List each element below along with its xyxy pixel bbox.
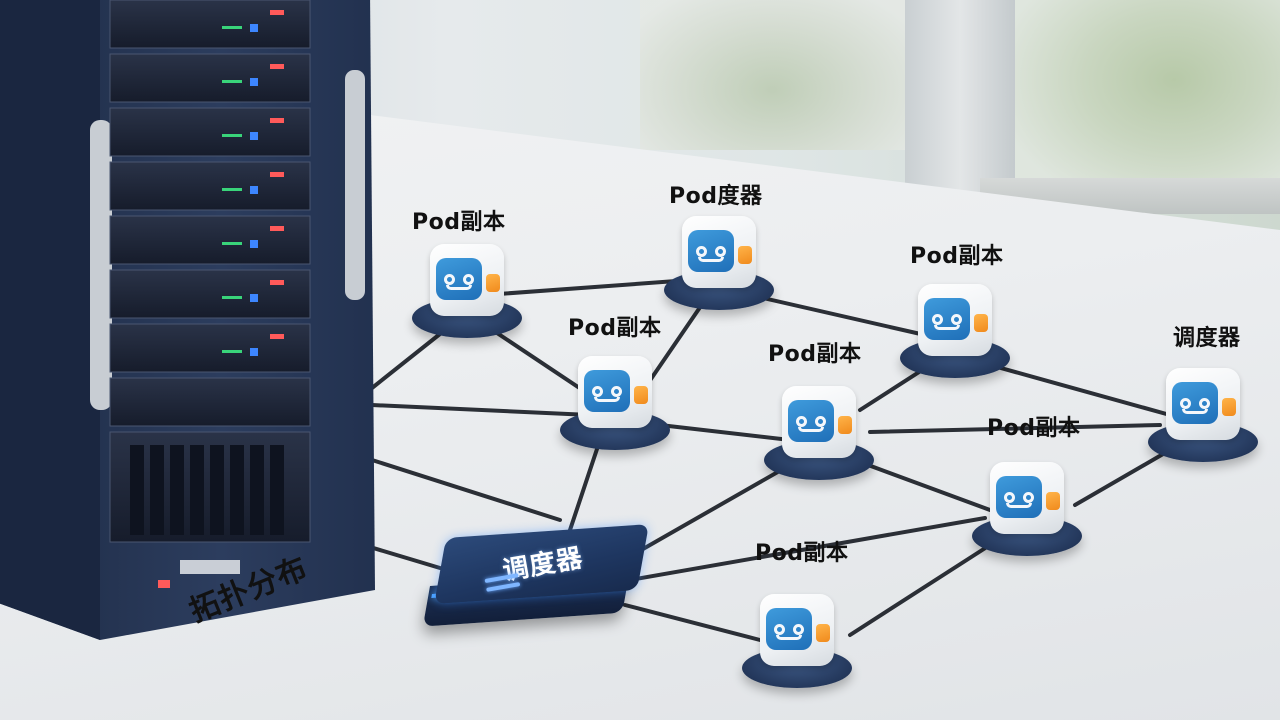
window-frame xyxy=(905,0,1015,200)
pod-icon xyxy=(436,258,482,300)
pod-icon xyxy=(924,298,970,340)
scheduler-hub: 调度器 xyxy=(422,524,649,642)
cable xyxy=(370,403,592,417)
pod-node-5 xyxy=(764,360,874,480)
cable xyxy=(370,328,447,390)
scheduler-label: 调度器 xyxy=(1173,326,1241,351)
pod-label-3: Pod副本 xyxy=(910,244,1004,269)
pod-node-8 xyxy=(742,568,852,688)
pod-label-8: Pod副本 xyxy=(755,541,849,566)
cable xyxy=(748,293,927,337)
pod-label-1: Pod副本 xyxy=(412,210,506,235)
cable xyxy=(483,323,592,397)
cable xyxy=(858,460,992,512)
pod-label-7: Pod副本 xyxy=(987,416,1081,441)
cable xyxy=(623,603,762,642)
pod-node-4 xyxy=(560,330,670,450)
cable xyxy=(848,543,992,637)
cable xyxy=(370,458,562,522)
pod-icon xyxy=(766,608,812,650)
cable xyxy=(568,438,602,532)
pod-label-5: Pod副本 xyxy=(768,342,862,367)
pod-icon xyxy=(996,476,1042,518)
cable xyxy=(658,423,792,442)
server-rack xyxy=(0,0,380,640)
window-right xyxy=(1015,0,1280,200)
window-left xyxy=(640,0,905,150)
cable xyxy=(628,516,987,582)
cable xyxy=(1073,448,1172,507)
pod-node-2 xyxy=(664,190,774,310)
pod-icon xyxy=(788,400,834,442)
pod-icon xyxy=(584,370,630,412)
scheduler-node xyxy=(1148,342,1258,462)
cable xyxy=(483,278,692,297)
cable xyxy=(988,363,1172,417)
pod-label-4: Pod副本 xyxy=(568,316,662,341)
pod-node-1 xyxy=(412,218,522,338)
pod-icon xyxy=(1172,382,1218,424)
server-rack-icon xyxy=(0,0,380,640)
pod-node-7 xyxy=(972,436,1082,556)
pod-node-3 xyxy=(900,258,1010,378)
pod-label-2: Pod度器 xyxy=(669,184,763,209)
pod-icon xyxy=(688,230,734,272)
cable xyxy=(868,423,1162,434)
